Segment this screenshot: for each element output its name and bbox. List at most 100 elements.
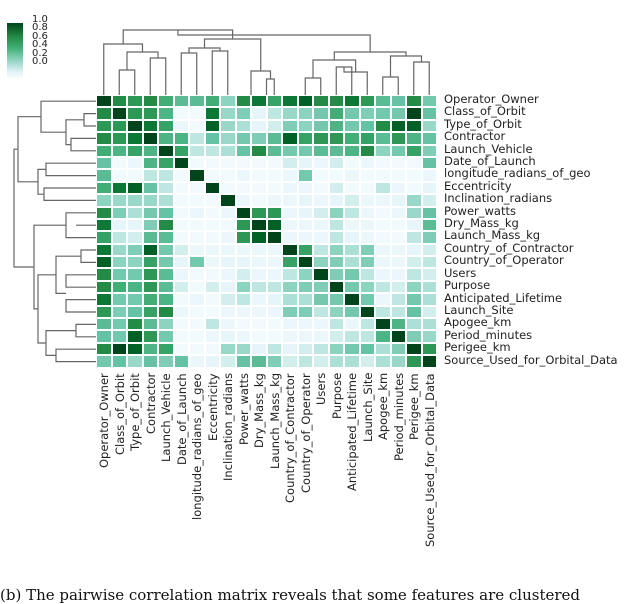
heatmap-cell: [96, 169, 112, 182]
heatmap-cell: [189, 218, 205, 232]
heatmap-cell: [142, 181, 158, 195]
column-label: Power_watts: [236, 373, 251, 445]
heatmap-cell: [235, 318, 251, 331]
heatmap-cell: [158, 318, 174, 331]
heatmap-cell: [127, 293, 143, 306]
heatmap-cell: [251, 132, 267, 145]
heatmap-cell: [96, 305, 112, 319]
heatmap-cell: [344, 119, 360, 133]
column-label: Eccentricity: [205, 373, 220, 441]
heatmap-cell: [344, 293, 360, 306]
heatmap-cell: [173, 169, 189, 182]
heatmap-cell: [204, 206, 220, 219]
heatmap-cell: [251, 119, 267, 133]
heatmap-cell: [266, 256, 282, 269]
heatmap-cell: [204, 169, 220, 182]
heatmap-cell: [173, 330, 189, 343]
heatmap-cell: [421, 144, 437, 157]
heatmap-cell: [251, 268, 267, 281]
heatmap-cell: [313, 268, 329, 281]
heatmap-cell: [251, 169, 267, 182]
heatmap-cell: [421, 169, 437, 182]
heatmap-cell: [235, 132, 251, 145]
heatmap-cell: [173, 355, 189, 368]
heatmap-cell: [266, 95, 282, 108]
heatmap-cell: [328, 256, 344, 269]
heatmap-cell: [251, 95, 267, 108]
heatmap-cell: [204, 268, 220, 281]
heatmap-cell: [328, 119, 344, 133]
heatmap-cell: [173, 318, 189, 331]
heatmap-cell: [282, 342, 298, 356]
heatmap-cell: [390, 194, 406, 207]
heatmap-cell: [421, 256, 437, 269]
heatmap-cell: [111, 330, 127, 343]
heatmap-cell: [142, 206, 158, 219]
heatmap-cell: [251, 181, 267, 195]
heatmap-cell: [235, 243, 251, 257]
heatmap-cell: [220, 318, 236, 331]
heatmap-cell: [359, 95, 375, 108]
heatmap-cell: [251, 107, 267, 120]
heatmap-cell: [251, 206, 267, 219]
heatmap-cell: [173, 268, 189, 281]
heatmap-cell: [297, 318, 313, 331]
heatmap-cell: [344, 169, 360, 182]
row-label: Launch_Vehicle: [444, 141, 533, 156]
heatmap-cell: [266, 194, 282, 207]
heatmap-cell: [313, 355, 329, 368]
heatmap-cell: [204, 256, 220, 269]
column-label: Class_of_Orbit: [112, 373, 127, 455]
heatmap-cell: [313, 256, 329, 269]
heatmap-cell: [173, 231, 189, 244]
heatmap-cell: [359, 181, 375, 195]
column-label: Inclination_radians: [221, 373, 235, 482]
heatmap-cell: [235, 355, 251, 368]
heatmap-cell: [189, 231, 205, 244]
heatmap-cell: [375, 243, 391, 257]
heatmap-cell: [189, 280, 205, 294]
heatmap-cell: [251, 280, 267, 294]
heatmap-cell: [390, 119, 406, 133]
column-label: longitude_radians_of_geo: [190, 373, 204, 520]
heatmap-cell: [220, 181, 236, 195]
row-label: Launch_Site: [444, 302, 514, 317]
heatmap-cell: [282, 231, 298, 244]
heatmap-cell: [158, 280, 174, 294]
heatmap-cell: [111, 243, 127, 257]
cbar-tick: 0.0: [32, 56, 48, 68]
heatmap-cell: [189, 355, 205, 368]
heatmap-cell: [297, 169, 313, 182]
heatmap-cell: [375, 107, 391, 120]
heatmap-cell: [142, 132, 158, 145]
heatmap-cell: [142, 169, 158, 182]
heatmap-cell: [359, 218, 375, 232]
heatmap-cell: [421, 119, 437, 133]
heatmap-cell: [158, 119, 174, 133]
heatmap-cell: [235, 342, 251, 356]
heatmap-cell: [173, 181, 189, 195]
heatmap-cell: [235, 293, 251, 306]
column-label: Country_of_Contractor: [283, 373, 297, 503]
heatmap-cell: [111, 156, 127, 170]
heatmap-cell: [297, 280, 313, 294]
heatmap-cell: [328, 169, 344, 182]
heatmap-cell: [142, 355, 158, 368]
heatmap-cell: [142, 95, 158, 108]
heatmap-cell: [375, 293, 391, 306]
heatmap-cell: [406, 107, 422, 120]
heatmap-cell: [158, 231, 174, 244]
heatmap-cell: [390, 318, 406, 331]
heatmap-cell: [282, 355, 298, 368]
heatmap-cell: [251, 218, 267, 232]
heatmap-cell: [421, 305, 437, 319]
heatmap-cell: [390, 107, 406, 120]
heatmap-cell: [204, 119, 220, 133]
heatmap-cell: [328, 206, 344, 219]
heatmap-cell: [313, 206, 329, 219]
row-label: Inclination_radians: [444, 191, 553, 206]
heatmap-cell: [359, 132, 375, 145]
heatmap-cell: [235, 194, 251, 207]
heatmap-cell: [390, 156, 406, 170]
heatmap-cell: [390, 95, 406, 108]
